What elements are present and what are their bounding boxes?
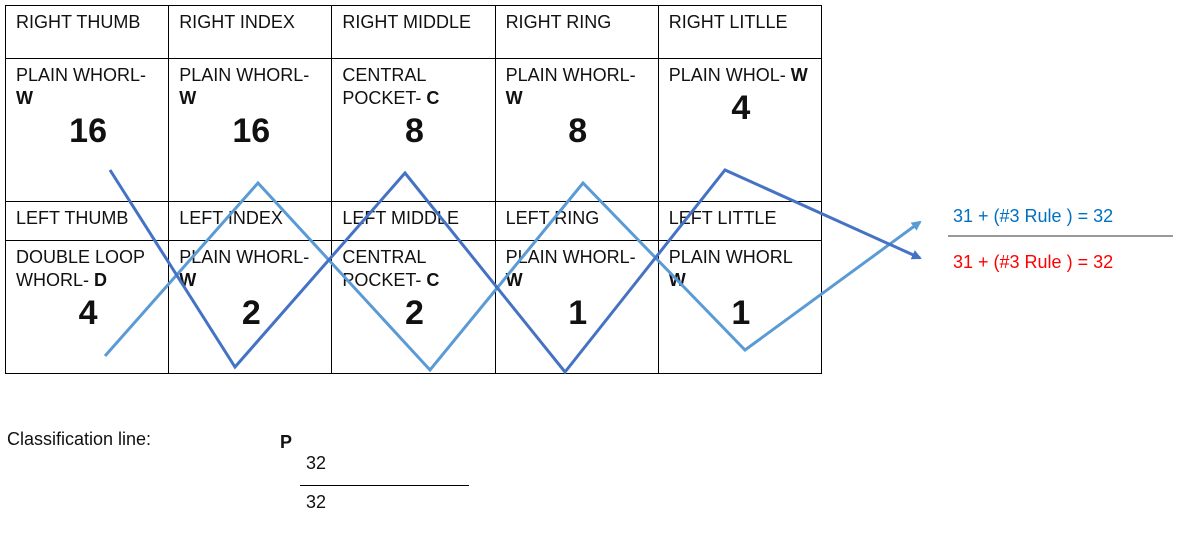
cell-left-index: PLAIN WHORL- W 2 (168, 240, 333, 374)
header-right-little: RIGHT LITLLE (657, 5, 823, 59)
pattern-code: W (790, 65, 808, 85)
pattern-value: 16 (69, 112, 107, 150)
classification-denominator: 32 (306, 492, 327, 512)
header-left-little: LEFT LITTLE (657, 200, 823, 242)
pattern-code: W (505, 270, 523, 291)
classification-letter: P (280, 432, 293, 452)
header-right-ring: RIGHT RING (494, 5, 659, 59)
pattern-code: W (179, 88, 197, 108)
pattern-name: PLAIN WHORL- (179, 65, 310, 85)
header-left-middle: LEFT MIDDLE (331, 200, 496, 242)
pattern-code: C (426, 270, 440, 291)
pattern-value: 8 (405, 112, 424, 150)
header-left-index: LEFT INDEX (168, 200, 333, 242)
cell-left-ring: PLAIN WHORL- W 1 (494, 240, 659, 374)
pattern-code: W (179, 270, 197, 291)
header-right-middle: RIGHT MIDDLE (331, 5, 496, 59)
pattern-name: DOUBLE LOOP WHORL- (16, 247, 145, 291)
pattern-value: 16 (232, 112, 271, 150)
pattern-code: D (94, 270, 107, 291)
top-result: 31 + (#3 Rule ) = 32 (953, 206, 1114, 226)
pattern-value: 1 (731, 294, 751, 333)
classification-label: Classification line: (7, 429, 152, 449)
pattern-code: C (426, 88, 440, 108)
header-right-index: RIGHT INDEX (168, 5, 333, 59)
cell-right-little: PLAIN WHOL- W 4 (657, 58, 823, 202)
pattern-name: CENTRAL POCKET- (342, 65, 427, 108)
classification-numerator: 32 (306, 453, 327, 473)
pattern-code: W (505, 88, 523, 108)
bottom-result: 31 + (#3 Rule ) = 32 (953, 252, 1114, 272)
pattern-name: CENTRAL POCKET- (342, 247, 427, 291)
pattern-name: PLAIN WHORL (668, 247, 793, 268)
classification-fraction-bar (300, 485, 469, 486)
pattern-value: 1 (568, 294, 588, 333)
pattern-value: 2 (241, 294, 261, 333)
pattern-name: PLAIN WHORL- (16, 65, 147, 85)
pattern-name: PLAIN WHORL- (505, 65, 636, 85)
cell-left-middle: CENTRAL POCKET- C 2 (331, 240, 496, 374)
fingerprint-table: RIGHT THUMB RIGHT INDEX RIGHT MIDDLE RIG… (4, 5, 823, 374)
pattern-name: PLAIN WHORL- (179, 247, 310, 268)
pattern-value: 2 (405, 294, 424, 333)
pattern-value: 8 (568, 112, 588, 150)
pattern-code: W (16, 88, 33, 108)
header-right-thumb: RIGHT THUMB (4, 5, 170, 59)
pattern-value: 4 (731, 89, 751, 127)
pattern-name: PLAIN WHOL- (668, 65, 791, 85)
header-left-thumb: LEFT THUMB (4, 200, 170, 242)
pattern-name: PLAIN WHORL- (505, 247, 636, 268)
cell-right-middle: CENTRAL POCKET- C 8 (331, 58, 496, 202)
pattern-code: W (668, 270, 686, 291)
header-left-ring: LEFT RING (494, 200, 659, 242)
cell-right-index: PLAIN WHORL- W 16 (168, 58, 333, 202)
cell-left-little: PLAIN WHORL W 1 (657, 240, 823, 374)
cell-left-thumb: DOUBLE LOOP WHORL- D 4 (4, 240, 170, 374)
cell-right-thumb: PLAIN WHORL- W 16 (4, 58, 170, 202)
cell-right-ring: PLAIN WHORL- W 8 (494, 58, 659, 202)
pattern-value: 4 (78, 294, 98, 333)
